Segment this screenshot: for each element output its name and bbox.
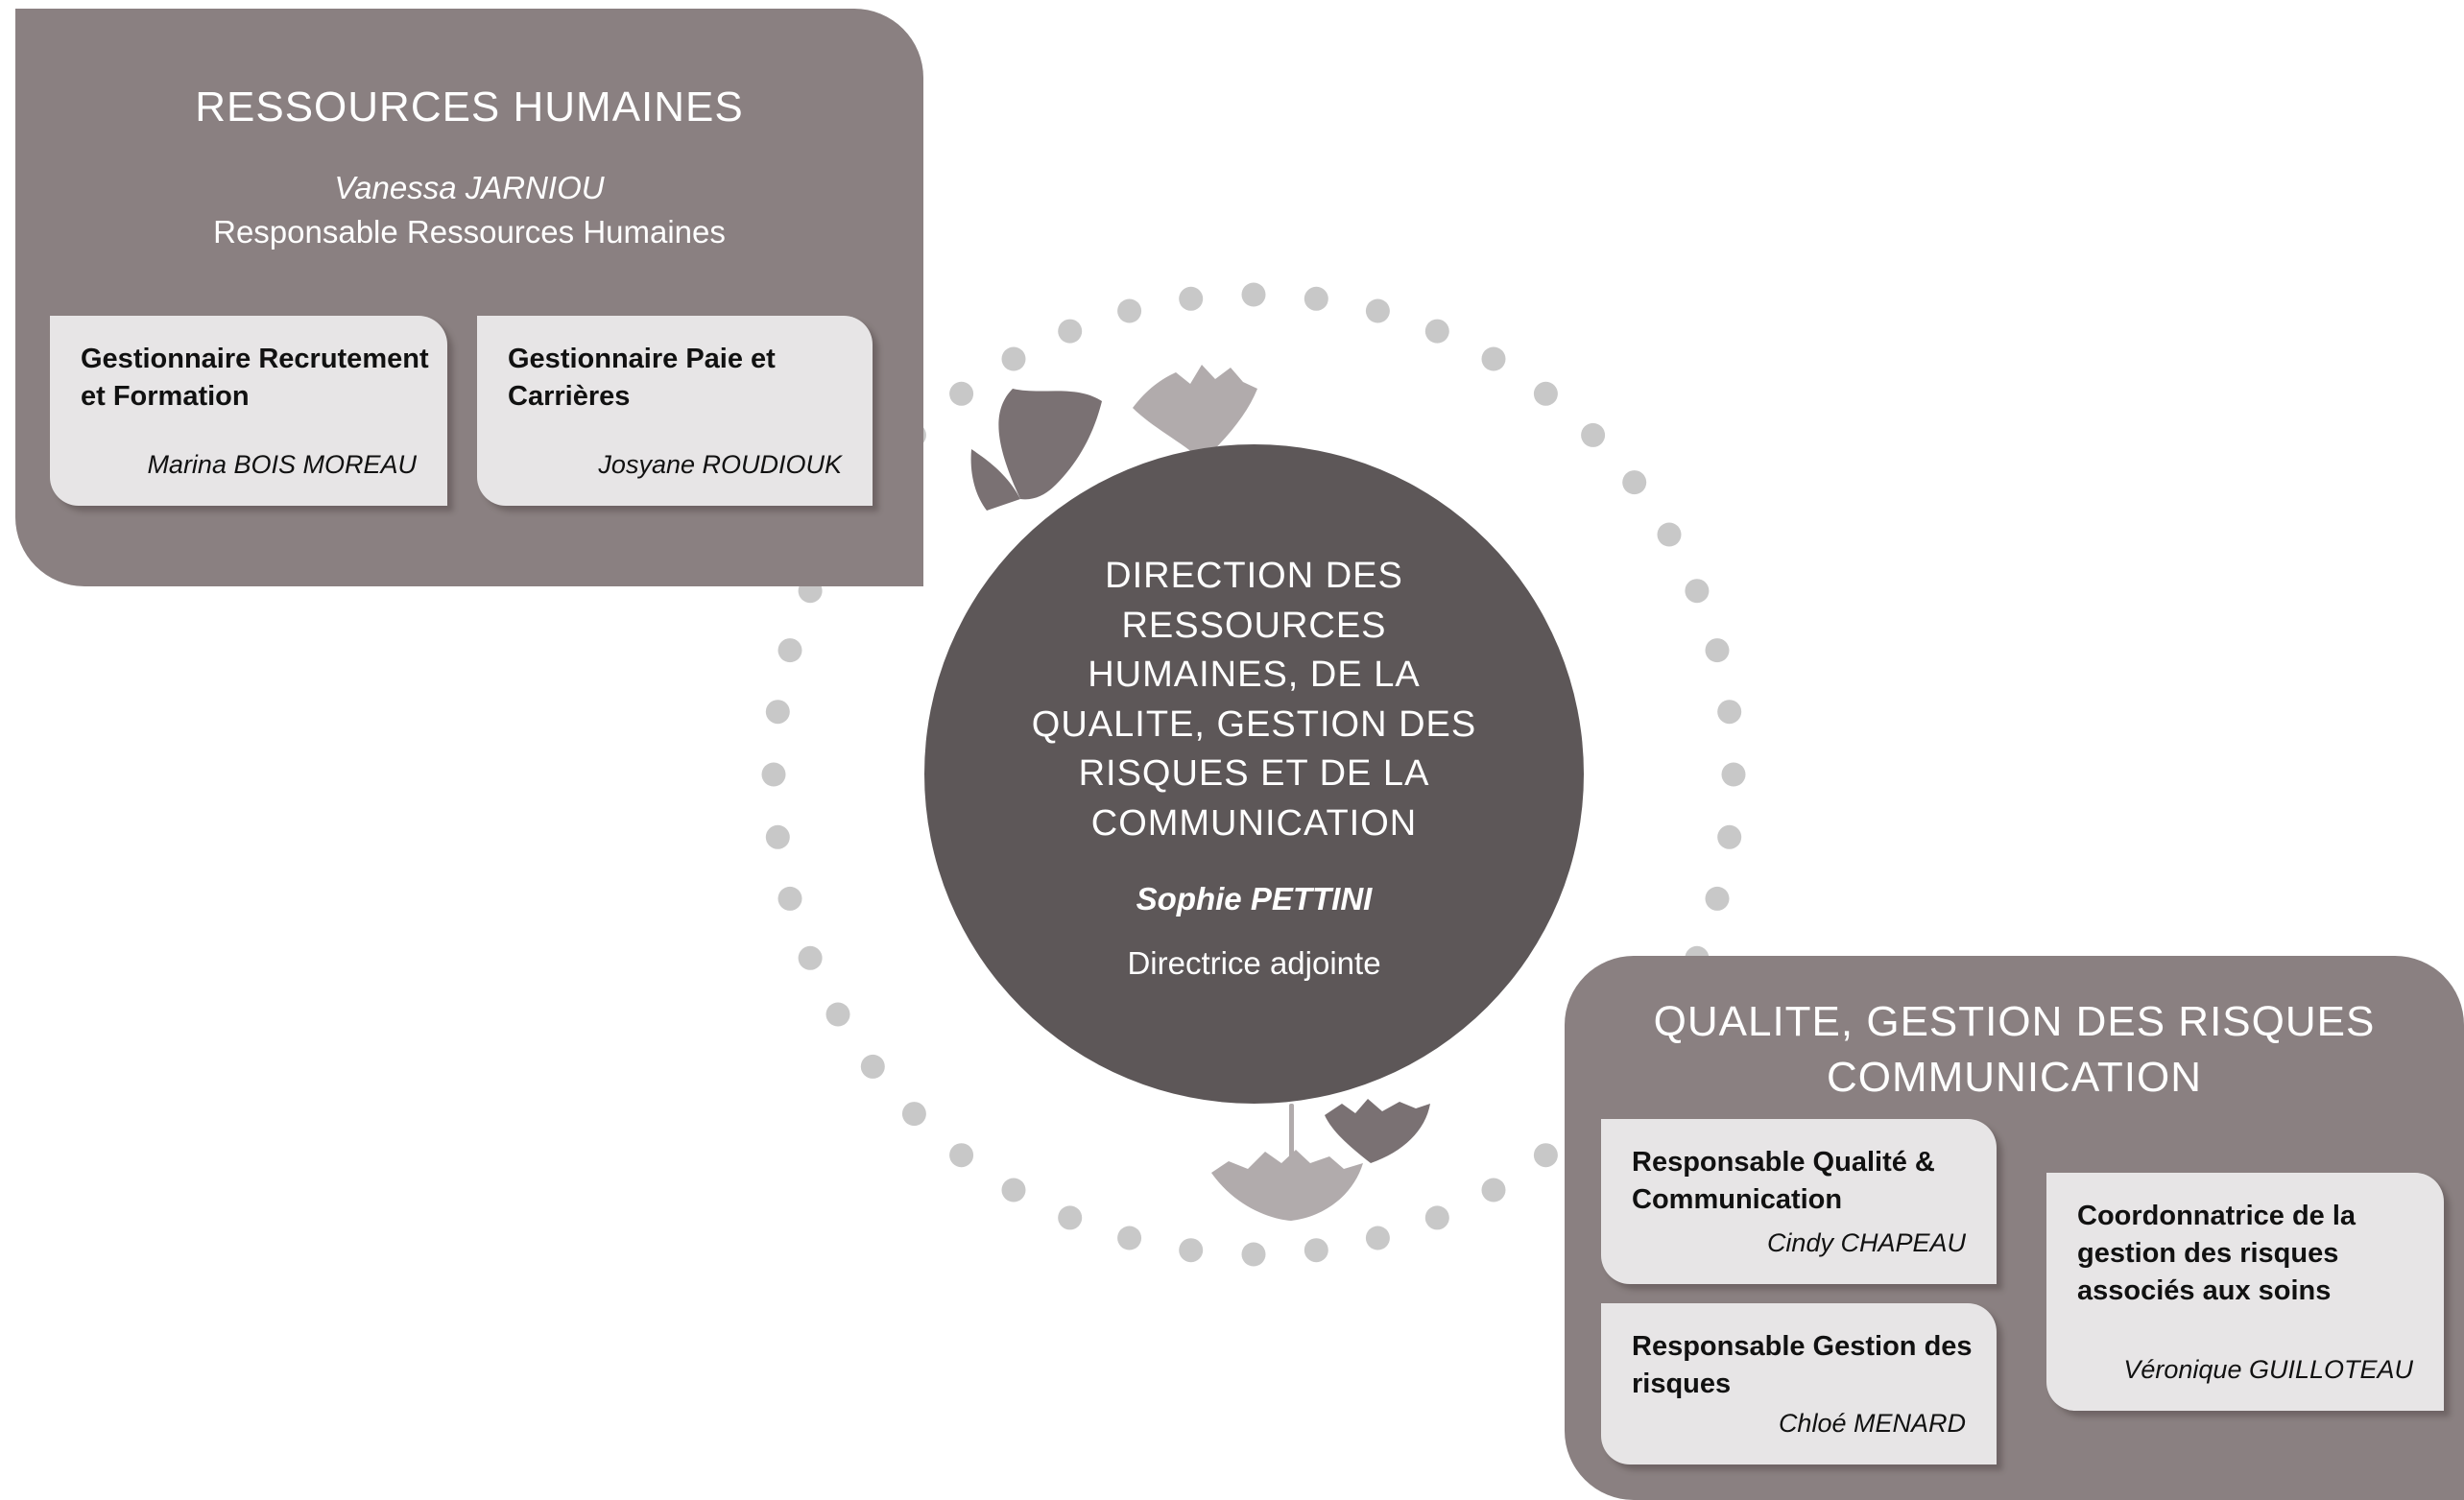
ring-dot: [1717, 700, 1742, 725]
ring-dot: [1424, 1205, 1449, 1230]
ring-dot: [1179, 286, 1204, 311]
ring-dot: [1241, 282, 1266, 307]
panel-title: RESSOURCES HUMAINES: [195, 83, 744, 131]
ring-dot: [1117, 298, 1142, 323]
ring-dot: [1058, 319, 1083, 344]
ring-dot: [1721, 762, 1746, 787]
ring-dot: [1001, 1178, 1026, 1202]
ring-dot: [1657, 522, 1682, 547]
ring-dot: [1304, 286, 1328, 311]
ring-dot: [1001, 346, 1026, 371]
ring-dot: [798, 945, 823, 970]
ressources-humaines-panel: RESSOURCES HUMAINES Vanessa JARNIOU Resp…: [15, 9, 923, 586]
ring-dot: [1241, 1242, 1266, 1267]
ring-dot: [1365, 1226, 1390, 1250]
card-person: Chloé MENARD: [1778, 1409, 1966, 1438]
ring-dot: [1481, 1178, 1506, 1202]
ring-dot: [1481, 346, 1506, 371]
ring-dot: [765, 700, 790, 725]
ring-dot: [1058, 1205, 1083, 1230]
ginkgo-leaf-icon: [1325, 1099, 1430, 1163]
card-gestionnaire-paie: Gestionnaire Paie et Carrières Josyane R…: [477, 316, 873, 506]
card-person: Marina BOIS MOREAU: [147, 450, 417, 479]
card-title: Gestionnaire Recrutement et Formation: [81, 344, 429, 412]
ring-dot: [1685, 579, 1710, 604]
card-person: Josyane ROUDIOUK: [598, 450, 842, 479]
card-title: Responsable Gestion des risques: [1632, 1331, 1973, 1399]
ring-dot: [901, 1102, 926, 1127]
ring-dot: [1717, 824, 1742, 849]
ring-dot: [949, 381, 974, 406]
ring-dot: [1117, 1226, 1142, 1250]
ring-dot: [1581, 422, 1606, 447]
ring-dot: [777, 886, 802, 911]
card-person: Cindy CHAPEAU: [1766, 1228, 1966, 1257]
panel-title-line2: COMMUNICATION: [1826, 1054, 2203, 1101]
ring-dot: [1304, 1238, 1328, 1263]
card-title: Coordonnatrice de la gestion des risques…: [2077, 1201, 2356, 1306]
card-gestionnaire-recrutement: Gestionnaire Recrutement et Formation Ma…: [50, 316, 447, 506]
card-responsable-gestion-risques: Responsable Gestion des risques Chloé ME…: [1601, 1303, 1997, 1464]
ring-dot: [1365, 298, 1390, 323]
panel-title-line1: QUALITE, GESTION DES RISQUES: [1653, 998, 2376, 1045]
ring-dot: [860, 1054, 885, 1079]
ring-dot: [1533, 1143, 1558, 1168]
ring-dot: [761, 762, 786, 787]
ring-dot: [1179, 1238, 1204, 1263]
direction-circle: DIRECTION DES RESSOURCES HUMAINES, DE LA…: [924, 444, 1584, 1104]
ginkgo-leaf-icon: [970, 389, 1102, 511]
card-title: Responsable Qualité & Communication: [1632, 1147, 1935, 1215]
ring-dot: [777, 638, 802, 663]
ring-dot: [1424, 319, 1449, 344]
direction-title: DIRECTION DES RESSOURCES HUMAINES, DE LA…: [1031, 556, 1477, 844]
ring-dot: [1533, 381, 1558, 406]
ring-dot: [765, 824, 790, 849]
ginkgo-leaf-icon: [1211, 1104, 1363, 1221]
ring-dot: [949, 1143, 974, 1168]
ring-dot: [1622, 470, 1647, 495]
card-responsable-qualite: Responsable Qualité & Communication Cind…: [1601, 1119, 1997, 1284]
director-name: Sophie PETTINI: [1136, 881, 1373, 917]
head-role: Responsable Ressources Humaines: [213, 214, 726, 250]
head-name: Vanessa JARNIOU: [334, 170, 605, 205]
ring-dot: [1705, 638, 1730, 663]
qualite-gestion-risques-panel: QUALITE, GESTION DES RISQUES COMMUNICATI…: [1565, 956, 2464, 1500]
director-role: Directrice adjointe: [1127, 945, 1381, 981]
card-coordonnatrice-risques: Coordonnatrice de la gestion des risques…: [2046, 1173, 2444, 1411]
ring-dot: [1705, 886, 1730, 911]
card-person: Véronique GUILLOTEAU: [2123, 1355, 2413, 1384]
ring-dot: [825, 1002, 850, 1027]
card-title: Gestionnaire Paie et Carrières: [508, 344, 776, 412]
